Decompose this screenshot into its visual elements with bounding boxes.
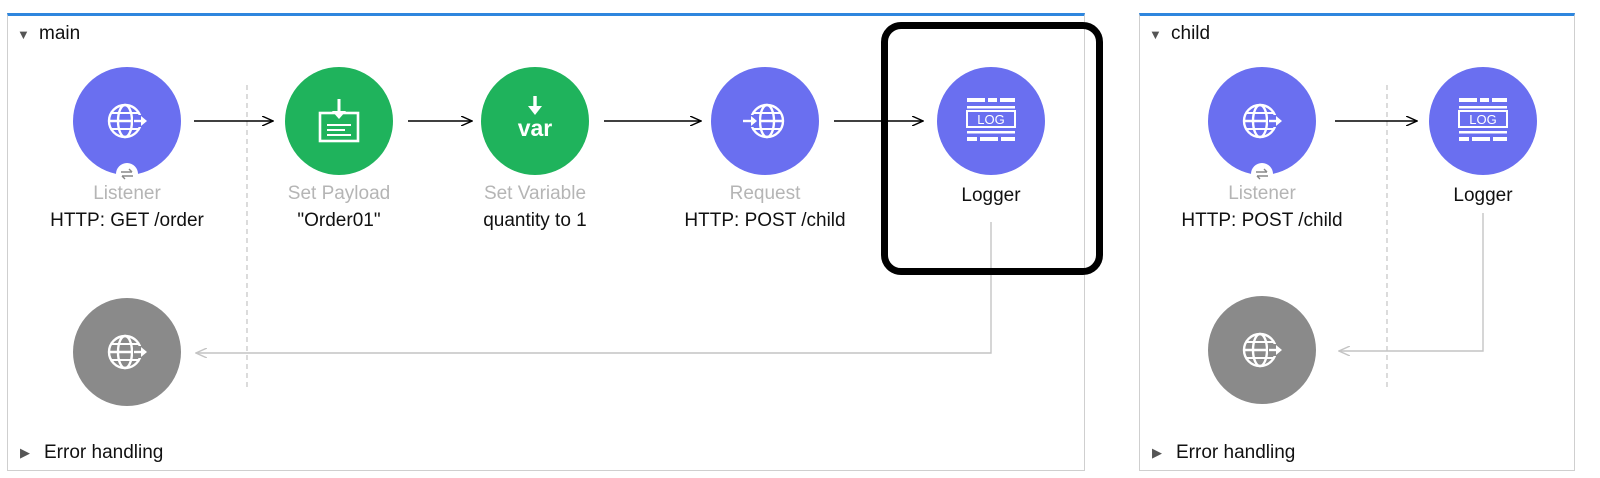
node-response[interactable] xyxy=(1162,296,1362,404)
return-path xyxy=(196,222,992,353)
svg-text:LOG: LOG xyxy=(1469,112,1496,127)
log-icon: LOG xyxy=(966,98,1016,141)
flow-main-header[interactable]: ▼ main xyxy=(17,23,80,45)
error-handling-label: Error handling xyxy=(1176,442,1296,463)
log-icon: LOG xyxy=(1458,98,1508,141)
node-request[interactable]: Request HTTP: POST /child xyxy=(665,67,865,232)
node-description: Logger xyxy=(1453,185,1513,206)
listener-circle[interactable] xyxy=(73,67,181,185)
node-description: quantity to 1 xyxy=(483,210,587,231)
response-circle[interactable] xyxy=(1208,296,1316,404)
node-set-variable[interactable]: var Set Variable quantity to 1 xyxy=(435,67,635,232)
return-path xyxy=(1339,213,1484,351)
logger-circle[interactable]: LOG xyxy=(1429,67,1537,175)
set-payload-circle[interactable] xyxy=(285,67,393,175)
logger-circle[interactable]: LOG xyxy=(937,67,1045,175)
node-set-payload[interactable]: Set Payload "Order01" xyxy=(239,67,439,232)
node-description: HTTP: POST /child xyxy=(1181,210,1343,231)
globe-listener-icon xyxy=(1242,103,1284,139)
sub-flow-icon xyxy=(116,163,138,185)
node-type-label: Listener xyxy=(93,183,161,204)
node-listener[interactable]: Listener HTTP: POST /child xyxy=(1162,67,1362,232)
error-handling-toggle[interactable]: ▶ Error handling xyxy=(20,442,163,464)
node-type-label: Request xyxy=(729,183,801,204)
globe-response-icon xyxy=(107,334,149,370)
selected-node-highlight xyxy=(881,22,1103,275)
response-circle[interactable] xyxy=(73,298,181,406)
collapse-triangle-icon[interactable]: ▼ xyxy=(17,26,30,42)
error-handling-toggle[interactable]: ▶ Error handling xyxy=(1152,442,1295,464)
expand-triangle-icon[interactable]: ▶ xyxy=(1152,445,1162,460)
listener-circle[interactable] xyxy=(1208,67,1316,185)
node-description: "Order01" xyxy=(297,210,381,231)
node-logger[interactable]: LOG Logger xyxy=(1383,67,1583,207)
node-description: HTTP: POST /child xyxy=(684,210,846,231)
set-payload-icon xyxy=(318,99,360,143)
node-logger[interactable]: LOG Logger xyxy=(891,67,1091,207)
globe-listener-icon xyxy=(107,103,149,139)
node-listener[interactable]: Listener HTTP: GET /order xyxy=(27,67,227,232)
sub-flow-icon xyxy=(1251,163,1273,185)
set-variable-icon: var xyxy=(518,96,553,141)
set-variable-circle[interactable]: var xyxy=(481,67,589,175)
node-description: Logger xyxy=(961,185,1021,206)
node-description: HTTP: GET /order xyxy=(50,210,204,231)
collapse-triangle-icon[interactable]: ▼ xyxy=(1149,26,1162,42)
node-response[interactable] xyxy=(27,298,227,406)
flow-title: child xyxy=(1171,23,1211,44)
svg-text:LOG: LOG xyxy=(977,112,1004,127)
flow-title: main xyxy=(39,23,81,44)
node-type-label: Set Payload xyxy=(287,183,391,204)
expand-triangle-icon[interactable]: ▶ xyxy=(20,445,30,460)
flow-child-header[interactable]: ▼ child xyxy=(1149,23,1210,45)
node-type-label: Set Variable xyxy=(483,183,587,204)
request-circle[interactable] xyxy=(711,67,819,175)
error-handling-label: Error handling xyxy=(44,442,164,463)
globe-response-icon xyxy=(1242,332,1284,368)
node-type-label: Listener xyxy=(1228,183,1296,204)
globe-request-icon xyxy=(743,103,785,139)
svg-text:var: var xyxy=(518,115,553,141)
